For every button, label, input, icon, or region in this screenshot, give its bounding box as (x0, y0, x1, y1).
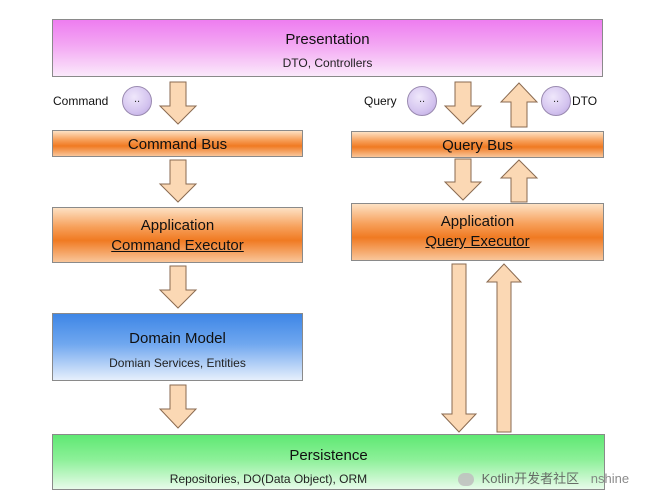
query-bubble: .. (407, 86, 437, 116)
query-bus-box: Query Bus (351, 131, 604, 158)
query-bus-title: Query Bus (442, 137, 513, 154)
watermark-text: Kotlin开发者社区 (481, 471, 580, 486)
persistence-subtitle: Repositories, DO(Data Object), ORM (169, 472, 368, 486)
arrow-down-queryapp-to-persistence (440, 263, 478, 433)
watermark: Kotlin开发者社区 nshine (458, 468, 629, 487)
command-label: Command (53, 94, 109, 108)
arrow-up-persistence-to-queryapp (485, 263, 523, 433)
arrow-down-bus-to-command-app (158, 159, 198, 203)
domain-model-subtitle: Domian Services, Entities (109, 356, 246, 370)
presentation-box: Presentation DTO, Controllers (52, 19, 603, 77)
query-executor-label: Query Executor (425, 233, 530, 250)
dto-label: DTO (572, 94, 598, 108)
arrow-down-command-to-bus (158, 81, 198, 125)
persistence-box: Persistence Repositories, DO(Data Object… (52, 434, 605, 490)
presentation-title: Presentation (285, 31, 370, 48)
command-bus-box: Command Bus (52, 130, 303, 157)
command-application-line1: Application (140, 217, 215, 234)
domain-model-title: Domain Model (129, 330, 226, 347)
dto-bubble: .. (541, 86, 571, 116)
arrow-down-query-to-bus (443, 81, 483, 125)
domain-model-box: Domain Model Domian Services, Entities (52, 313, 303, 381)
query-application-box: Application Query Executor (351, 203, 604, 261)
command-application-box: Application Command Executor (52, 207, 303, 263)
query-application-line1: Application (440, 213, 515, 230)
arrow-up-app-to-querybus (499, 159, 539, 203)
arrow-down-querybus-to-app (443, 158, 483, 201)
arrow-up-dto-to-presentation (499, 82, 539, 128)
command-bubble: .. (122, 86, 152, 116)
watermark-suffix: nshine (590, 471, 630, 486)
presentation-subtitle: DTO, Controllers (282, 56, 373, 70)
command-executor-label: Command Executor (111, 237, 244, 254)
command-bus-title: Command Bus (127, 136, 228, 153)
arrow-down-domain-to-persistence (158, 384, 198, 429)
persistence-title: Persistence (289, 447, 368, 464)
watermark-icon (458, 473, 474, 487)
query-label: Query (364, 94, 397, 108)
arrow-down-command-app-to-domain (158, 265, 198, 309)
